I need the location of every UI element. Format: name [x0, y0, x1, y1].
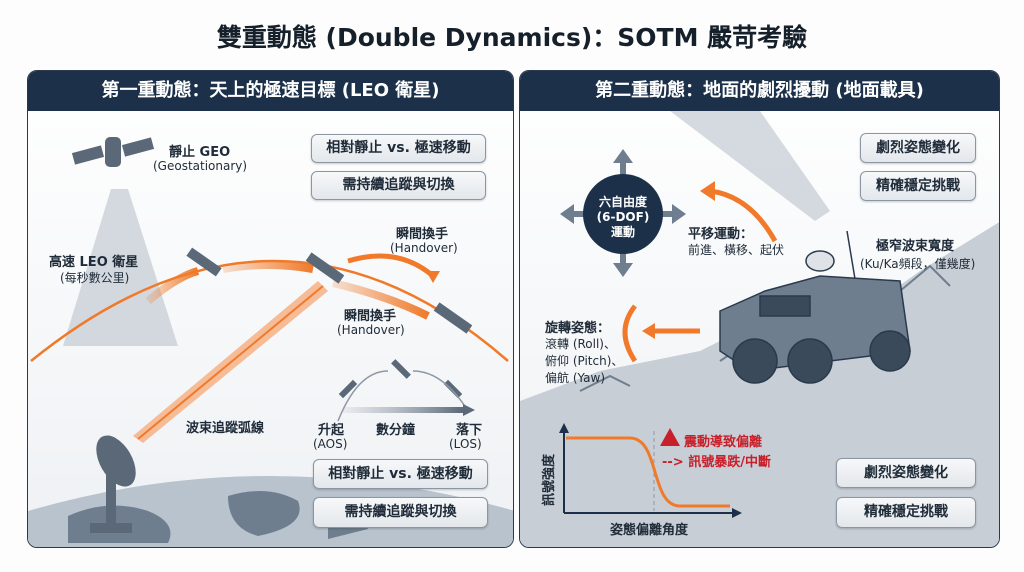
handover-label-2: 瞬間換手	[344, 309, 397, 324]
info-box-tracking-bottom: 需持續追蹤與切換	[313, 497, 488, 528]
military-vehicle-icon	[719, 230, 911, 384]
rotation-arrow	[622, 304, 638, 363]
info-box-stabilization-bottom: 精確穩定挑戰	[836, 497, 976, 528]
info-box-relative-motion-bottom: 相對靜止 vs. 極速移動	[313, 459, 488, 489]
panel-leo: 第一重動態：天上的極速目標 (LEO 衛星) 靜止 GEO (Geostatio…	[27, 70, 514, 548]
handover-sublabel-2: (Handover)	[337, 323, 405, 337]
los-label: 落下	[456, 423, 483, 438]
info-box-attitude-change-bottom: 劇烈姿態變化	[836, 458, 976, 488]
info-box-attitude-change: 劇烈姿態變化	[860, 133, 976, 163]
info-box-relative-motion: 相對靜止 vs. 極速移動	[311, 134, 486, 163]
yaw-label: 偏航 (Yaw)	[545, 371, 606, 385]
handover-arrow	[347, 253, 435, 278]
roll-label: 滾轉 (Roll)、	[545, 337, 616, 351]
duration-arrow	[343, 407, 463, 413]
chart-xlabel: 姿態偏離角度	[610, 523, 689, 538]
info-box-tracking: 需持續追蹤與切換	[311, 171, 486, 200]
panel-vehicle: 第二重動態：地面的劇烈擾動 (地面載具) 六自由度 (6-DOF) 運動 平移運…	[519, 70, 1000, 548]
panel-vehicle-header: 第二重動態：地面的劇烈擾動 (地面載具)	[520, 71, 999, 111]
translation-sublabel: 前進、橫移、起伏	[688, 243, 785, 257]
translation-label: 平移運動：	[688, 227, 754, 242]
antenna-beam	[670, 111, 830, 221]
geo-label: 靜止 GEO	[169, 145, 231, 160]
leo-satellite-icon	[186, 247, 473, 334]
geo-beam	[63, 189, 178, 346]
chart-ylabel: 訊號強度	[542, 453, 557, 506]
dof-line-3: 運動	[610, 225, 635, 239]
warning-deviation: 震動導致偏離	[684, 435, 763, 450]
leo-illustration	[28, 137, 513, 547]
beam-tracking-label: 波束追蹤弧線	[186, 421, 265, 436]
warning-signal-drop: --> 訊號暴跌/中斷	[662, 455, 771, 470]
rotation-label: 旋轉姿態：	[545, 321, 611, 336]
los-sublabel: (LOS)	[449, 437, 482, 451]
page-title: 雙重動態 (Double Dynamics)：SOTM 嚴苛考驗	[216, 23, 808, 52]
signal-chart	[559, 423, 742, 518]
aos-los-satellites	[338, 359, 463, 399]
beamwidth-label: 極窄波束寬度	[876, 239, 955, 254]
info-box-stabilization: 精確穩定挑戰	[860, 171, 976, 201]
leo-sublabel: (每秒數公里)	[60, 271, 130, 285]
earth-land	[68, 491, 368, 543]
signal-curve	[566, 436, 730, 508]
warning-icon	[660, 428, 680, 446]
dof-label: 六自由度 (6-DOF) 運動	[583, 195, 663, 240]
aos-label: 升起	[318, 423, 345, 438]
dof-line-1: 六自由度	[598, 195, 647, 209]
minutes-label: 數分鐘	[376, 423, 416, 438]
dof-circle	[583, 174, 663, 254]
panel-leo-header: 第一重動態：天上的極速目標 (LEO 衛星)	[28, 71, 513, 111]
handover-sublabel-1: (Handover)	[390, 241, 458, 255]
leo-label: 高速 LEO 衛星	[49, 255, 139, 270]
translation-arrow	[709, 188, 778, 243]
geo-satellite-icon	[71, 137, 155, 167]
pitch-label: 俯仰 (Pitch)、	[545, 354, 624, 368]
ground-dish-icon	[90, 435, 136, 533]
dof-line-2: (6-DOF)	[596, 210, 650, 224]
geo-sublabel: (Geostationary)	[153, 159, 248, 173]
beamwidth-sublabel: (Ku/Ka頻段，僅幾度)	[860, 257, 976, 271]
aos-sublabel: (AOS)	[313, 437, 348, 451]
handover-label-1: 瞬間換手	[396, 227, 449, 242]
